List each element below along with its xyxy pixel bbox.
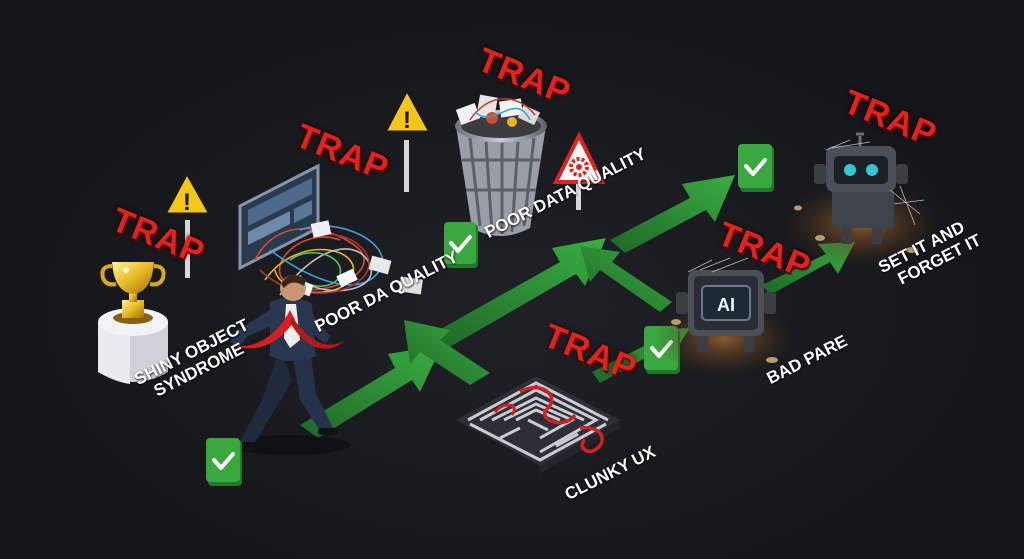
trash-can-icon xyxy=(455,110,547,236)
trash-overflow xyxy=(455,94,541,127)
businessman-figure xyxy=(230,274,350,455)
gear-warning-sign-icon xyxy=(552,131,606,210)
warning-sign-icon: ! xyxy=(162,169,213,278)
trophy-icon xyxy=(100,262,166,324)
monitor-icon xyxy=(238,163,320,271)
checkmark-icon xyxy=(206,438,242,486)
svg-text:!: ! xyxy=(403,107,411,134)
checkmark-icon xyxy=(738,144,774,192)
shiny-object-pedestal xyxy=(98,308,168,384)
maze-icon xyxy=(456,376,620,474)
robot-icon: AI xyxy=(676,257,776,352)
checkmark-icon xyxy=(444,222,478,268)
path-arrow-3 xyxy=(610,175,735,253)
robot-icon xyxy=(814,132,925,244)
path-arrow-4 xyxy=(404,320,490,385)
path-arrow-1 xyxy=(300,345,442,438)
rocks xyxy=(671,205,918,363)
robot-screen-text: AI xyxy=(717,295,735,315)
path-arrow-2 xyxy=(430,238,606,348)
path-arrow-6 xyxy=(580,246,672,312)
svg-text:!: ! xyxy=(183,189,191,216)
warning-sign-icon: ! xyxy=(382,86,433,192)
